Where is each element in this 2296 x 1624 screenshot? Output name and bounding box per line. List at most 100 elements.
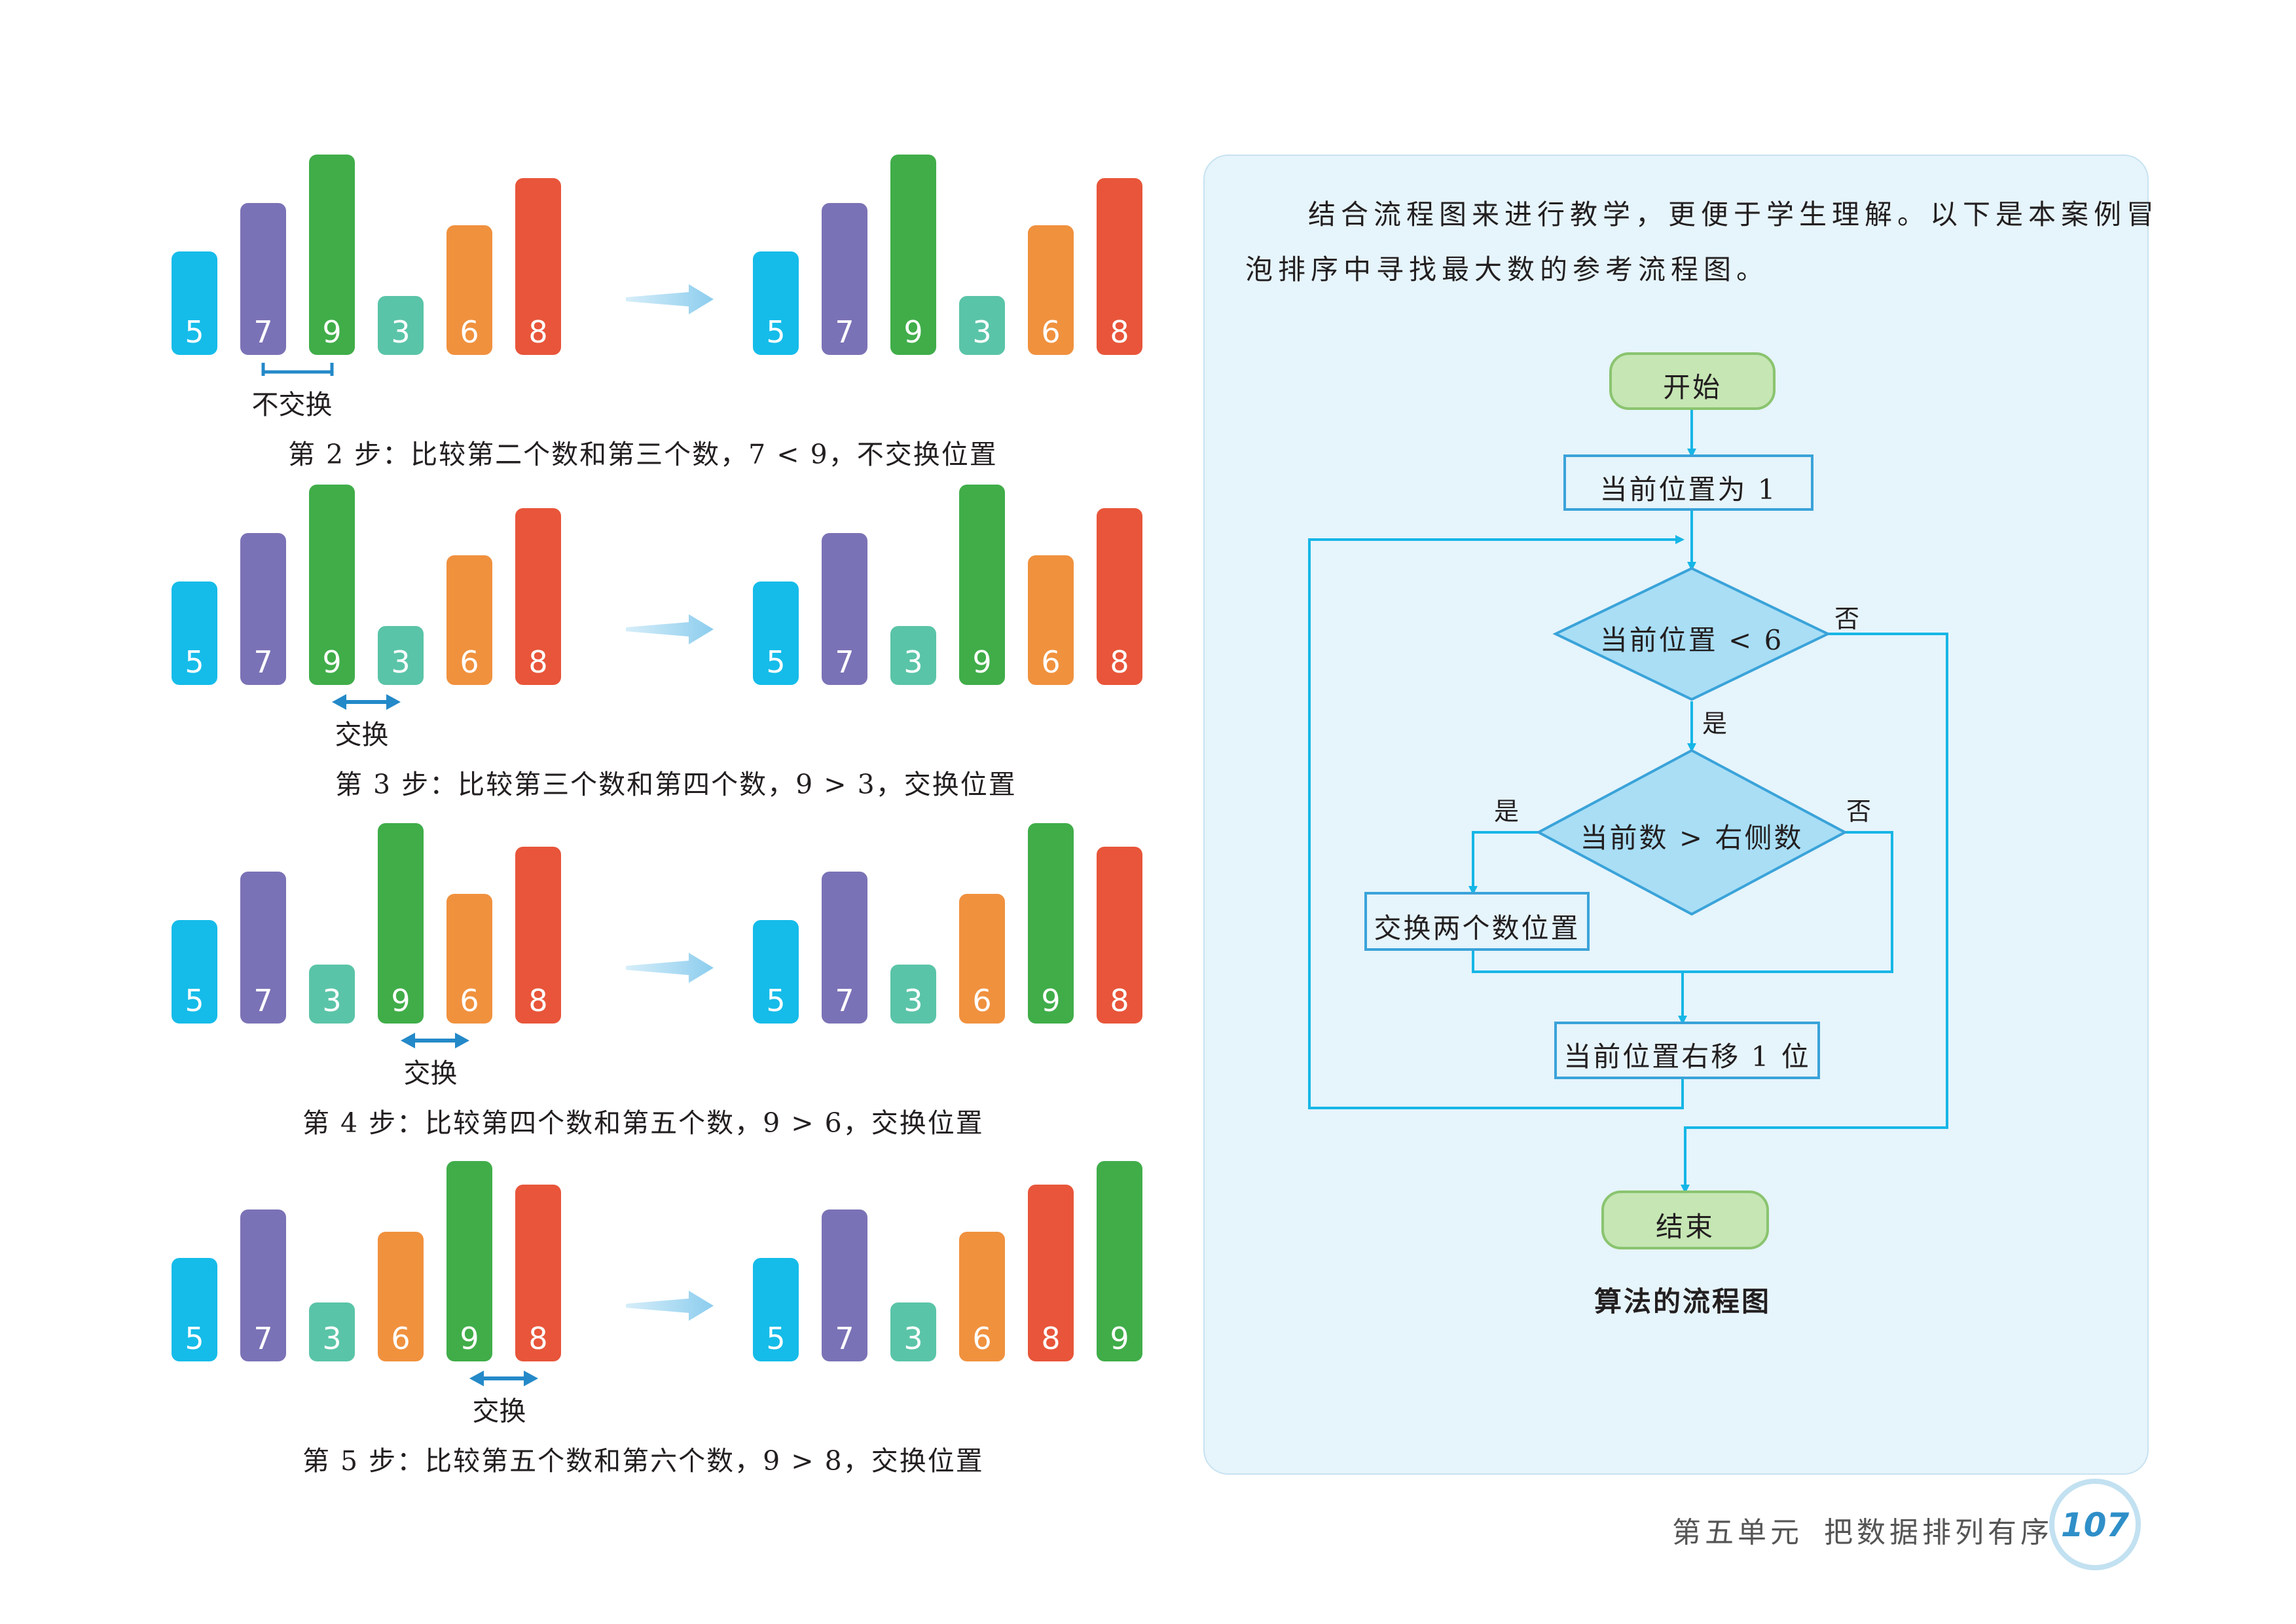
swap-double-arrow-icon bbox=[332, 694, 401, 710]
condition-2-yes-label: 是 bbox=[1494, 797, 1520, 826]
bar-value: 6 bbox=[460, 314, 479, 350]
bar-before-2-1: 7 bbox=[240, 203, 286, 355]
bar-value: 9 bbox=[460, 1321, 479, 1356]
init-label: 当前位置为 1 bbox=[1599, 473, 1777, 506]
bar-value: 3 bbox=[903, 644, 923, 680]
bar-value: 7 bbox=[253, 983, 273, 1018]
bar-value: 3 bbox=[972, 314, 992, 350]
bar-after-4-2: 3 bbox=[890, 965, 936, 1024]
bar-before-4-0: 5 bbox=[172, 920, 217, 1024]
bar-before-3-3: 3 bbox=[378, 626, 424, 685]
bar-value: 7 bbox=[253, 314, 273, 350]
swap-label: 交换两个数位置 bbox=[1374, 912, 1580, 944]
bar-value: 5 bbox=[185, 1321, 204, 1356]
bar-value: 5 bbox=[766, 644, 786, 680]
bar-value: 8 bbox=[1110, 983, 1129, 1018]
bar-before-5-0: 5 bbox=[172, 1258, 217, 1361]
bar-value: 3 bbox=[322, 1321, 342, 1356]
bar-value: 6 bbox=[972, 983, 992, 1018]
bar-value: 3 bbox=[903, 983, 923, 1018]
bar-after-4-1: 7 bbox=[822, 872, 867, 1024]
bar-value: 8 bbox=[1110, 644, 1129, 680]
step-caption: 第 5 步：比较第五个数和第六个数，9 > 8，交换位置 bbox=[302, 1445, 984, 1477]
no-swap-bracket bbox=[261, 363, 334, 376]
condition-1-diamond bbox=[1552, 566, 1831, 701]
page-number: 107 bbox=[2060, 1506, 2130, 1544]
bar-value: 8 bbox=[528, 1321, 548, 1356]
bar-value: 5 bbox=[766, 314, 786, 350]
bar-after-4-0: 5 bbox=[753, 920, 799, 1024]
bar-before-5-3: 6 bbox=[378, 1232, 424, 1361]
algorithm-flowchart bbox=[1308, 352, 1948, 1249]
bar-value: 6 bbox=[460, 644, 479, 680]
condition-2-diamond bbox=[1535, 748, 1848, 916]
bar-before-5-4: 9 bbox=[446, 1161, 492, 1361]
bar-value: 7 bbox=[835, 983, 854, 1018]
bar-before-2-4: 6 bbox=[446, 225, 492, 355]
bar-value: 9 bbox=[903, 314, 923, 350]
bar-before-5-2: 3 bbox=[309, 1302, 355, 1361]
bar-value: 7 bbox=[835, 644, 854, 680]
swap-double-arrow-icon bbox=[401, 1033, 469, 1048]
bar-before-4-4: 6 bbox=[446, 894, 492, 1024]
bar-after-2-5: 8 bbox=[1097, 178, 1142, 355]
bar-after-4-3: 6 bbox=[959, 894, 1005, 1024]
bar-value: 7 bbox=[835, 1321, 854, 1356]
bar-value: 3 bbox=[322, 983, 342, 1018]
footer-title: 把数据排列有序 bbox=[1824, 1516, 2053, 1549]
bar-value: 6 bbox=[1041, 314, 1061, 350]
page-number-badge: 107 bbox=[2049, 1479, 2141, 1570]
bar-value: 9 bbox=[1110, 1321, 1129, 1356]
bar-after-3-1: 7 bbox=[822, 533, 867, 685]
bar-value: 9 bbox=[1041, 983, 1061, 1018]
condition-1-no-label: 否 bbox=[1834, 604, 1860, 633]
start-terminal bbox=[1609, 352, 1776, 410]
bar-after-2-0: 5 bbox=[753, 251, 799, 355]
bar-before-5-5: 8 bbox=[515, 1185, 561, 1361]
bar-value: 5 bbox=[185, 983, 204, 1018]
bar-value: 6 bbox=[972, 1321, 992, 1356]
bar-after-2-3: 3 bbox=[959, 296, 1005, 355]
bar-after-5-1: 7 bbox=[822, 1209, 867, 1361]
step-caption: 第 2 步：比较第二个数和第三个数，7 < 9，不交换位置 bbox=[288, 439, 998, 470]
move-label: 当前位置右移 1 位 bbox=[1563, 1041, 1811, 1073]
swap-label: 交换 bbox=[472, 1395, 526, 1427]
flowchart-panel: 结合流程图来进行教学，更便于学生理解。以下是本案例冒 泡排序中寻找最大数的参考流… bbox=[1203, 155, 2154, 1475]
step-caption: 第 3 步：比较第三个数和第四个数，9 > 3，交换位置 bbox=[335, 769, 1017, 800]
bar-before-3-0: 5 bbox=[172, 581, 217, 685]
bar-after-3-4: 6 bbox=[1028, 555, 1074, 685]
transition-arrow-icon bbox=[626, 953, 714, 983]
bar-value: 5 bbox=[766, 983, 786, 1018]
bar-after-5-4: 8 bbox=[1028, 1185, 1074, 1361]
bar-value: 9 bbox=[972, 644, 992, 680]
bar-after-2-1: 7 bbox=[822, 203, 867, 355]
bar-value: 5 bbox=[185, 644, 204, 680]
bar-value: 3 bbox=[903, 1321, 923, 1356]
bar-value: 3 bbox=[391, 314, 410, 350]
bar-after-3-0: 5 bbox=[753, 581, 799, 685]
bar-before-2-3: 3 bbox=[378, 296, 424, 355]
bar-before-3-2: 9 bbox=[309, 485, 355, 685]
bar-value: 5 bbox=[185, 314, 204, 350]
condition-2-label: 当前数 > 右侧数 bbox=[1580, 822, 1804, 854]
bar-after-5-5: 9 bbox=[1097, 1161, 1142, 1361]
bar-before-4-5: 8 bbox=[515, 847, 561, 1024]
bar-value: 9 bbox=[391, 983, 410, 1018]
bar-after-2-2: 9 bbox=[890, 155, 936, 355]
bar-before-3-1: 7 bbox=[240, 533, 286, 685]
bar-after-3-3: 9 bbox=[959, 485, 1005, 685]
bar-before-2-5: 8 bbox=[515, 178, 561, 355]
bar-value: 6 bbox=[391, 1321, 410, 1356]
bar-value: 8 bbox=[1041, 1321, 1061, 1356]
bar-value: 8 bbox=[528, 314, 548, 350]
intro-text-line-2: 泡排序中寻找最大数的参考流程图。 bbox=[1245, 253, 1770, 286]
bar-after-3-5: 8 bbox=[1097, 508, 1142, 685]
swap-label: 交换 bbox=[403, 1058, 458, 1089]
bar-before-5-1: 7 bbox=[240, 1209, 286, 1361]
bar-before-3-4: 6 bbox=[446, 555, 492, 685]
bar-value: 9 bbox=[322, 314, 342, 350]
bar-before-2-2: 9 bbox=[309, 155, 355, 355]
bar-after-5-3: 6 bbox=[959, 1232, 1005, 1361]
bar-value: 7 bbox=[835, 314, 854, 350]
bar-value: 8 bbox=[528, 644, 548, 680]
